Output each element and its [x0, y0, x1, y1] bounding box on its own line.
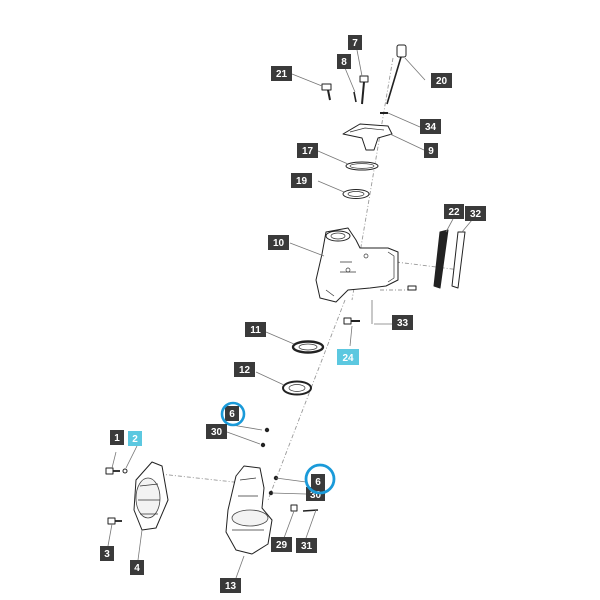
svg-text:13: 13 — [225, 581, 237, 592]
callout-label-6-upper[interactable]: 6 — [220, 401, 246, 427]
callout-label-22[interactable]: 22 — [444, 204, 464, 219]
callout-label-19[interactable]: 19 — [291, 173, 312, 188]
callout-label-4[interactable]: 4 — [130, 560, 144, 575]
svg-text:30: 30 — [310, 490, 322, 501]
svg-text:34: 34 — [425, 122, 437, 133]
part-gasket-22 — [433, 229, 449, 289]
callout-label-29[interactable]: 29 — [271, 537, 292, 552]
assembly-axes — [159, 57, 461, 501]
svg-text:30: 30 — [211, 427, 223, 438]
svg-text:8: 8 — [341, 57, 347, 68]
part-dipstick — [386, 44, 407, 105]
part-pin-31 — [302, 509, 319, 512]
callout-label-8[interactable]: 8 — [337, 54, 351, 69]
part-seal-11 — [291, 340, 325, 354]
svg-text:10: 10 — [273, 238, 285, 249]
part-bolt-7 — [359, 75, 369, 105]
callout-label-10[interactable]: 10 — [268, 235, 289, 250]
highlight-circle-6-lower — [304, 463, 336, 495]
callout-label-2[interactable]: 2 — [128, 431, 142, 446]
callout-label-31[interactable]: 31 — [296, 538, 317, 553]
svg-text:4: 4 — [134, 563, 140, 574]
part-bolt-1 — [105, 467, 128, 475]
svg-text:11: 11 — [250, 325, 261, 336]
part-gasket-32 — [451, 231, 466, 289]
svg-text:9: 9 — [428, 146, 434, 157]
svg-text:20: 20 — [436, 76, 448, 87]
svg-text:24: 24 — [342, 353, 354, 364]
callout-label-9[interactable]: 9 — [424, 143, 438, 158]
part-cover-4 — [133, 461, 169, 531]
svg-text:1: 1 — [114, 433, 120, 444]
svg-text:19: 19 — [296, 176, 308, 187]
callout-label-6-lower[interactable]: 6 — [304, 463, 336, 495]
highlight-circle-6-upper — [220, 401, 246, 427]
callout-label-30-upper[interactable]: 30 — [206, 424, 227, 439]
callout-label-11[interactable]: 11 — [245, 322, 266, 337]
svg-text:21: 21 — [276, 69, 288, 80]
callout-label-3[interactable]: 3 — [100, 546, 114, 561]
leader-lines — [107, 49, 473, 579]
svg-text:32: 32 — [470, 209, 482, 220]
svg-text:31: 31 — [301, 541, 313, 552]
callout-label-20[interactable]: 20 — [431, 73, 452, 88]
callout-label-32[interactable]: 32 — [465, 206, 486, 221]
callout-label-24[interactable]: 24 — [337, 349, 359, 365]
part-washer-29 — [290, 504, 298, 512]
callout-label-34[interactable]: 34 — [420, 119, 441, 134]
svg-text:33: 33 — [397, 318, 409, 329]
svg-text:12: 12 — [239, 365, 251, 376]
svg-text:7: 7 — [352, 38, 358, 49]
part-bolt-24 — [343, 317, 360, 325]
svg-text:22: 22 — [448, 207, 460, 218]
part-housing-10 — [315, 227, 399, 303]
part-ring-17 — [345, 161, 379, 171]
callout-label-7[interactable]: 7 — [348, 35, 362, 50]
callout-label-21[interactable]: 21 — [271, 66, 292, 81]
part-bolt-3 — [107, 517, 122, 525]
svg-text:3: 3 — [104, 549, 110, 560]
part-bracket-9 — [342, 123, 393, 151]
svg-text:29: 29 — [276, 540, 288, 551]
part-pin-housing — [407, 285, 417, 291]
svg-text:6: 6 — [229, 409, 235, 420]
part-bolt-21 — [321, 83, 332, 101]
svg-text:2: 2 — [132, 434, 138, 445]
callout-label-1[interactable]: 1 — [110, 430, 124, 445]
callout-label-33[interactable]: 33 — [392, 315, 413, 330]
svg-text:6: 6 — [315, 477, 321, 488]
callout-label-17[interactable]: 17 — [297, 143, 318, 158]
part-lower-housing-13 — [225, 465, 273, 555]
svg-text:17: 17 — [302, 146, 314, 157]
callout-label-13[interactable]: 13 — [220, 578, 241, 593]
callout-label-12[interactable]: 12 — [234, 362, 255, 377]
part-bushing-19 — [342, 189, 370, 199]
part-pin-8 — [353, 91, 357, 103]
part-bearing-12 — [282, 380, 312, 396]
